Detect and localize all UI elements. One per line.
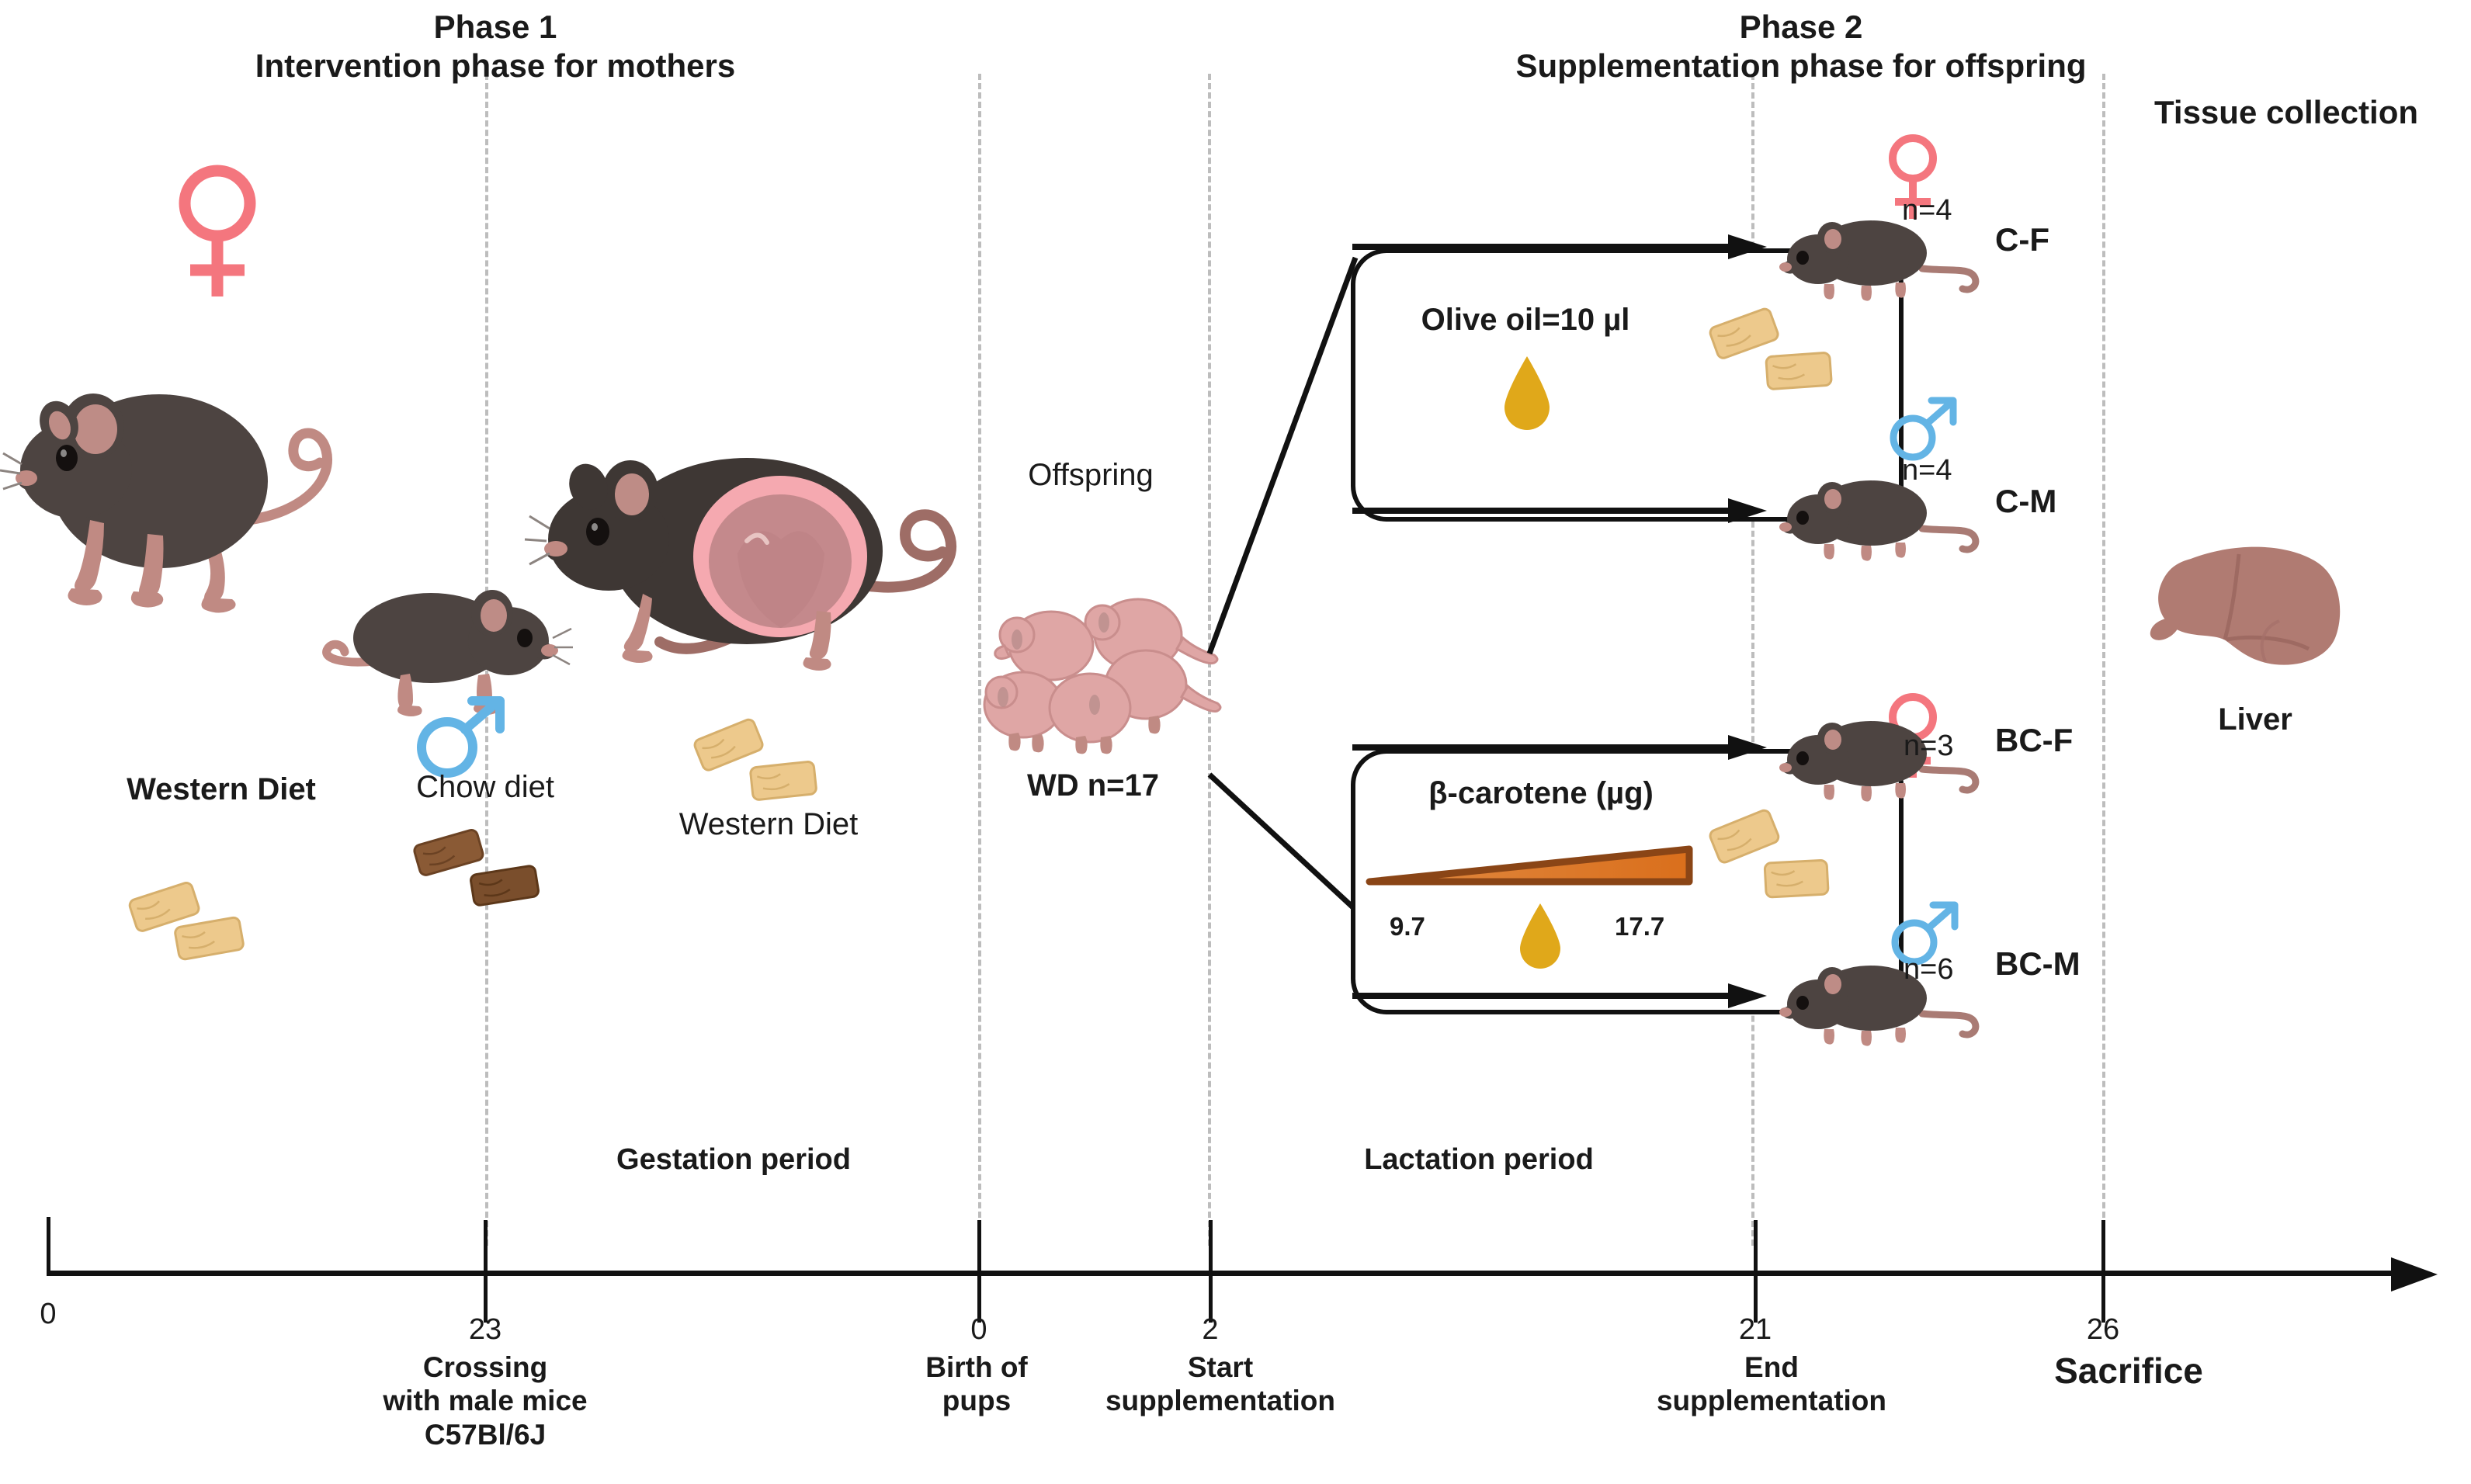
tick-caption-1: Crossing with male mice C57Bl/6J (383, 1351, 588, 1451)
tick-mark-3 (1754, 1220, 1758, 1323)
treatment-title-betacarotene: β-carotene (µg) (1428, 776, 1654, 810)
group-code-cf: C-F (1995, 221, 2049, 258)
group-n-cf: n=4 (1902, 194, 1952, 227)
branch-connectors (1206, 256, 1359, 912)
tick-mark-1 (977, 1220, 981, 1323)
chow-diet-pellets (404, 827, 559, 920)
tick-value-4: 21 (1738, 1313, 1772, 1346)
oil-drop-icon-control (1498, 353, 1556, 434)
group-n-bcm: n=6 (1904, 953, 1954, 986)
liver-label: Liver (2218, 702, 2292, 737)
mother-diet-label: Western Diet (127, 772, 316, 806)
outcome-mouse-cf (1778, 210, 1987, 303)
tick-value-1: 23 (468, 1313, 502, 1346)
male-symbol-sire (411, 695, 512, 780)
dose-high-value: 17.7 (1615, 912, 1665, 941)
arrow-betacarotene-female (1352, 735, 1767, 760)
tick-mark-4 (2101, 1220, 2105, 1323)
male-symbol-cm (1886, 396, 1963, 463)
offspring-count-label: WD n=17 (1026, 768, 1160, 803)
lactation-period-label: Lactation period (1364, 1143, 1594, 1176)
group-code-bcf: BC-F (1995, 722, 2074, 758)
arrow-control-female (1352, 234, 1767, 259)
timeline-start-bar (47, 1217, 50, 1273)
gestation-period-label: Gestation period (616, 1143, 851, 1176)
phase1-header: Phase 1 Intervention phase for mothers (255, 9, 736, 84)
outcome-mouse-bcm (1778, 955, 1987, 1048)
group-code-cm: C-M (1995, 483, 2057, 519)
tick-value-5: 26 (2086, 1313, 2120, 1346)
divider-sacrifice (2102, 74, 2105, 1246)
western-diet-pellets-betacarotene (1700, 807, 1848, 916)
tick-value-3: 2 (1202, 1313, 1219, 1346)
timeline-arrowhead (2391, 1257, 2438, 1292)
tick-caption-5: Sacrifice (2054, 1351, 2203, 1391)
group-code-bcm: BC-M (1995, 945, 2081, 982)
divider-birth (978, 74, 981, 1246)
phase2-header: Phase 2 Supplementation phase for offspr… (1515, 9, 2087, 84)
offspring-label: Offspring (1028, 458, 1154, 492)
group-n-cm: n=4 (1902, 454, 1952, 487)
oil-drop-icon-betacarotene (1515, 900, 1565, 972)
pregnant-diet-label: Western Diet (678, 807, 859, 841)
outcome-mouse-bcf (1778, 710, 1987, 803)
western-diet-pellets-mother (116, 877, 264, 970)
arrow-control-male (1352, 498, 1767, 523)
arrow-betacarotene-male (1352, 983, 1767, 1008)
tick-caption-3: Start supplementation (1105, 1351, 1336, 1417)
male-symbol-bcm (1888, 900, 1964, 967)
offspring-pups-illustration (983, 574, 1222, 754)
tissue-collection-header: Tissue collection (2154, 94, 2418, 130)
tick-caption-4: End supplementation (1656, 1351, 1887, 1417)
western-diet-pellets-control (1700, 307, 1848, 407)
tick-value-0: 0 (40, 1298, 57, 1330)
tick-caption-2: Birth of pups (925, 1351, 1028, 1417)
tick-value-2: 0 (970, 1313, 987, 1346)
group-n-bcf: n=3 (1904, 730, 1954, 762)
pregnant-mouse-illustration (524, 431, 978, 687)
male-mouse-illustration (322, 574, 573, 722)
timeline-axis (47, 1271, 2399, 1276)
tick-mark-0 (484, 1220, 488, 1323)
liver-illustration (2150, 543, 2352, 683)
treatment-title-control: Olive oil=10 µl (1421, 303, 1630, 337)
chow-diet-label: Chow diet (416, 770, 554, 804)
divider-end (1751, 74, 1754, 1246)
female-symbol-mother (175, 163, 260, 303)
mother-mouse-illustration (0, 326, 357, 636)
dose-low-value: 9.7 (1390, 912, 1425, 941)
female-symbol-cf (1885, 132, 1941, 224)
outcome-mouse-cm (1778, 470, 1987, 563)
dose-gradient-wedge (1366, 840, 1693, 888)
tick-mark-2 (1209, 1220, 1213, 1323)
western-diet-pellets-pregnant (683, 718, 838, 811)
